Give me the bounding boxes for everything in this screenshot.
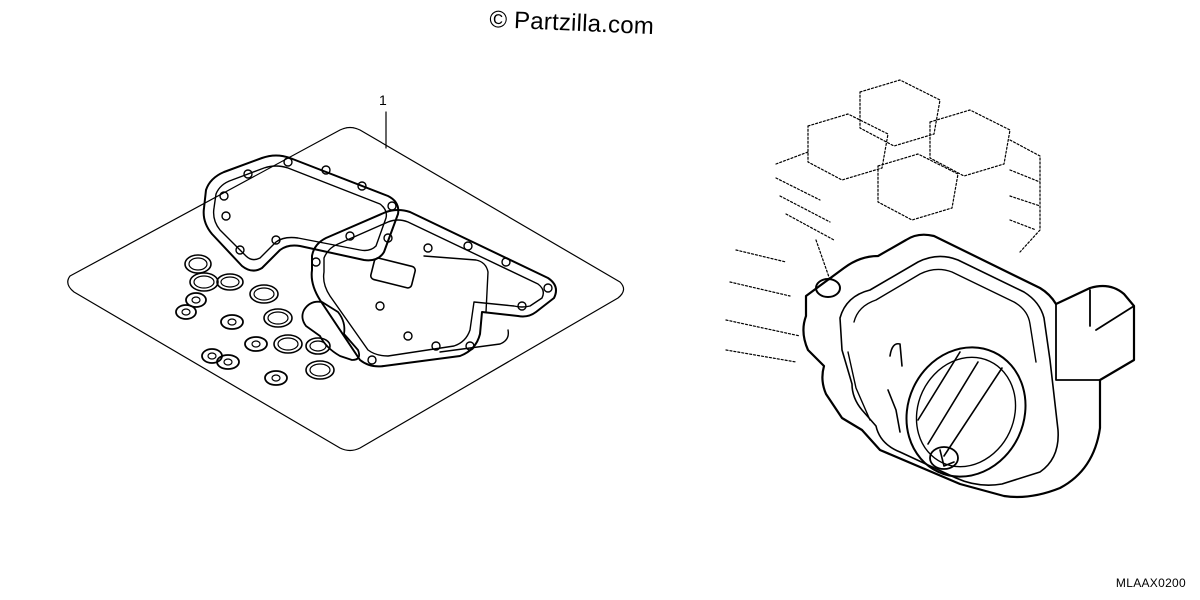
gasket-kit-tray	[67, 126, 625, 452]
diagram-code: MLAAX0200	[1115, 576, 1186, 590]
crankcase-gasket-lower	[310, 209, 557, 368]
engine-cylinder-head	[725, 79, 1041, 363]
o-rings-and-seals	[175, 254, 335, 386]
crankcase-gasket-upper	[202, 154, 400, 272]
engine-side-cover	[887, 342, 1027, 478]
small-gasket	[301, 300, 361, 361]
engine-crankcase	[802, 233, 1136, 499]
gasket-bolt-holes	[219, 157, 553, 365]
part-callout-number: 1	[379, 92, 387, 108]
